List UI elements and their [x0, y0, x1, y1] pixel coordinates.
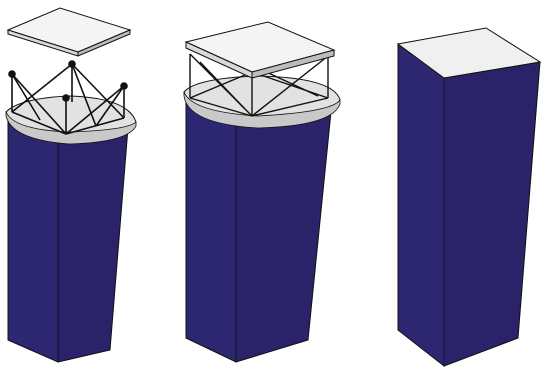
counter-ring [5, 95, 137, 145]
counter-top-icon [396, 27, 542, 79]
fabric-cover-icon [185, 91, 333, 363]
floating-top-plate [6, 7, 132, 57]
stage-assembled-open [183, 21, 341, 363]
fabric-cover-icon [7, 117, 129, 363]
stage-covered [396, 27, 542, 368]
counter-top-icon [184, 21, 336, 79]
truss-cube-icon [189, 53, 329, 117]
truss-cube-icon [8, 60, 128, 135]
stage-exploded [5, 7, 137, 363]
fabric-cover-icon [397, 43, 541, 368]
